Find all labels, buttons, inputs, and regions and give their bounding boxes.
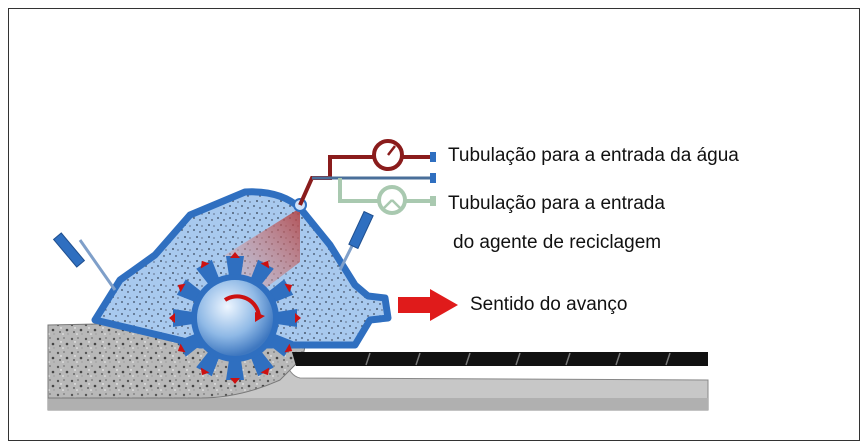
right-arrow-icon [398,289,458,321]
feed-line [312,173,436,183]
agent-pipe-label-line1: Tubulação para a entrada [448,193,665,214]
water-gauge-icon [372,139,404,171]
agent-gauge-icon [377,185,407,215]
water-pipe-label: Tubulação para a entrada da água [448,145,739,166]
forward-direction-label: Sentido do avanço [470,294,628,315]
right-lever [338,210,374,271]
asphalt-layer [292,352,708,366]
agent-pipe-label-line2: do agente de reciclagem [453,232,662,253]
milling-drum [169,252,301,384]
rotation-arrow-icon [223,294,261,317]
left-lever [52,232,117,291]
